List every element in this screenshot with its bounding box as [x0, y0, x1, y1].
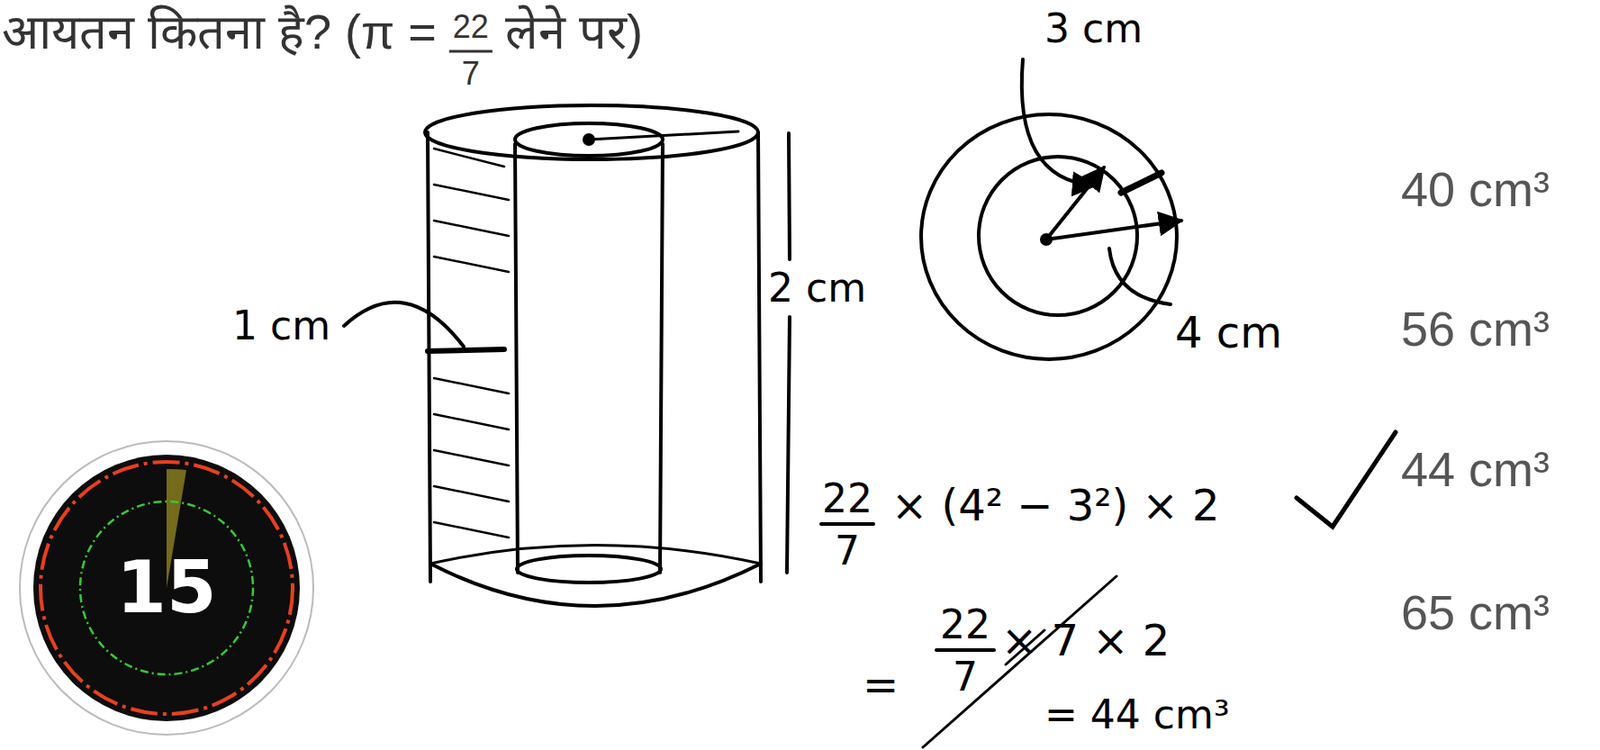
thickness-mark	[427, 349, 505, 352]
fraction-bar	[449, 50, 493, 54]
dimension-label: 4 cm	[1175, 310, 1283, 354]
dimension-label: 3 cm	[1044, 9, 1143, 49]
inner-wall	[659, 144, 663, 573]
fraction-denominator: 7	[952, 657, 978, 697]
fraction-denominator: 7	[834, 531, 860, 571]
fraction-numerator: 22	[452, 10, 489, 44]
height-dimension-line	[786, 316, 790, 573]
center-dot	[584, 135, 594, 145]
inner-wall	[515, 144, 518, 573]
answer-option: 65 cm³	[1401, 587, 1550, 637]
height-dimension-line	[788, 133, 790, 260]
outer-bottom-rim	[430, 563, 761, 606]
timer-circle: 15	[18, 439, 316, 737]
answer-option: 44 cm³	[1401, 444, 1550, 494]
fraction-bar	[821, 522, 874, 526]
answer-option: 56 cm³	[1401, 304, 1550, 353]
question-text: लेने पर)	[505, 7, 643, 56]
inner-radius-arrow	[1046, 167, 1104, 240]
leader-line	[1109, 248, 1171, 305]
timer-number: 15	[116, 551, 217, 624]
fraction-denominator: 7	[461, 57, 480, 91]
outer-wall	[427, 132, 431, 582]
dimension-label: 1 cm	[232, 306, 331, 346]
working-marks	[821, 432, 1396, 748]
cross-section-drawing	[921, 59, 1182, 360]
thickness-mark	[1120, 172, 1162, 193]
formula: × (4² − 3²) × 2	[891, 483, 1221, 527]
check-mark	[1296, 432, 1396, 527]
leader-line	[1021, 59, 1095, 186]
formula: × 7 × 2	[1001, 618, 1170, 662]
outer-wall	[758, 132, 761, 582]
dimension-label: 2 cm	[768, 268, 867, 308]
fraction-numerator: 22	[822, 479, 873, 519]
inner-circle	[978, 156, 1138, 316]
radius-line	[588, 131, 739, 140]
fraction-bar	[936, 648, 995, 652]
fraction-numerator: 22	[940, 605, 991, 645]
outer-radius-arrow	[1046, 220, 1182, 240]
inner-bottom-rim	[516, 555, 661, 583]
equals-sign: =	[862, 662, 899, 706]
leader-line	[343, 302, 464, 347]
outer-circle	[921, 114, 1177, 360]
result: = 44 cm³	[1044, 695, 1230, 735]
outer-top-rim	[424, 105, 759, 160]
answer-option: 40 cm³	[1401, 164, 1550, 214]
cylinder-drawing	[343, 105, 790, 606]
inner-top-rim	[515, 123, 663, 156]
question-text: आयतन कितना है? (π =	[1, 7, 437, 56]
hatching	[433, 148, 509, 538]
